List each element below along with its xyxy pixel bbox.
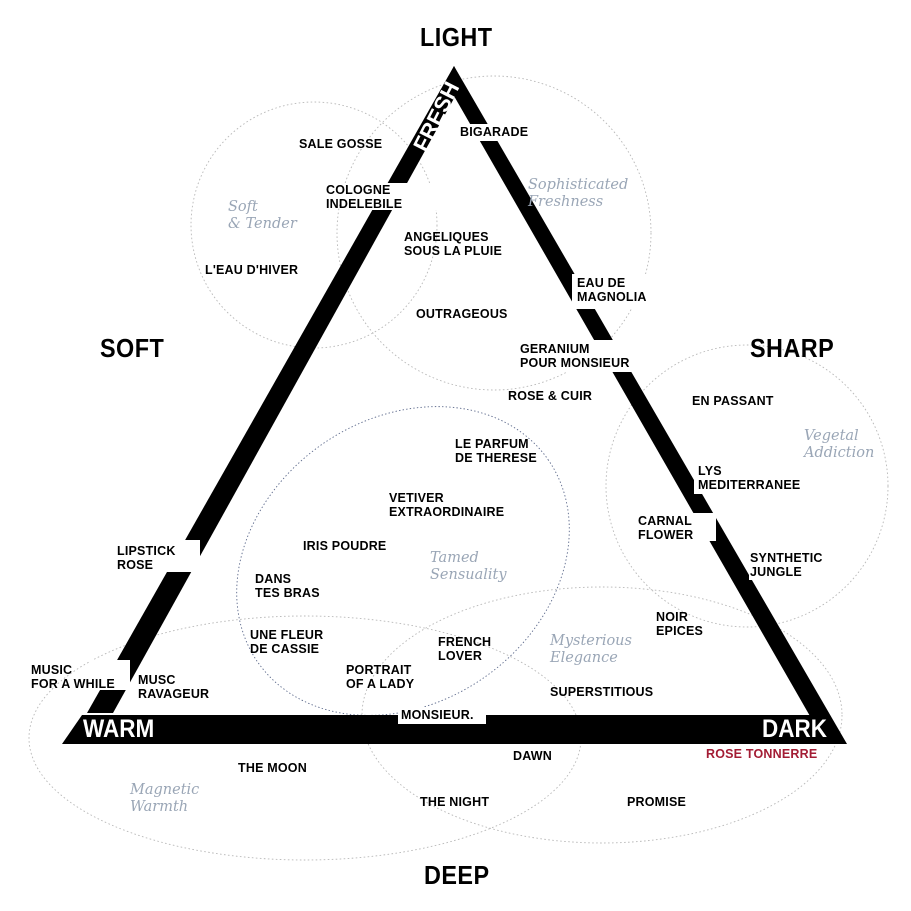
- label-light: LIGHT: [420, 22, 493, 52]
- tamed-sensuality-ellipse: [236, 406, 570, 716]
- gap-music: [90, 660, 130, 690]
- perfume-le-parfum-de-therese: LE PARFUM DE THERESE: [455, 437, 537, 465]
- bottom-edge: [62, 715, 846, 744]
- perfume-sale-gosse: SALE GOSSE: [299, 137, 383, 151]
- perfume-lys-mediterranee: LYS MEDITERRANEE: [698, 464, 801, 492]
- family-mysterious-elegance: Mysterious Elegance: [550, 633, 632, 666]
- perfume-une-fleur-de-cassie: UNE FLEUR DE CASSIE: [250, 628, 324, 656]
- perfume-musc-ravageur: MUSC RAVAGEUR: [138, 673, 210, 701]
- gap-geranium: [515, 340, 643, 372]
- family-tamed-sensuality: Tamed Sensuality: [430, 550, 507, 583]
- label-soft: SOFT: [100, 333, 165, 363]
- perfume-music-for-a-while: MUSIC FOR A WHILE: [31, 663, 115, 691]
- family-soft-tender: Soft & Tender: [228, 199, 297, 232]
- family-vegetal-addiction: Vegetal Addiction: [804, 428, 875, 461]
- gap-synthetic: [749, 548, 834, 580]
- gap-bigarade: [458, 124, 538, 141]
- label-sharp: SHARP: [750, 333, 835, 363]
- perfume-noir-epices: NOIR EPICES: [656, 610, 704, 638]
- perfume-portrait-of-a-lady: PORTRAIT OF A LADY: [346, 663, 415, 691]
- gap-lys: [694, 462, 814, 494]
- gap-carnal: [636, 513, 716, 541]
- family-sophisticated-freshness: Sophisticated Freshness: [528, 177, 629, 210]
- label-dark: DARK: [762, 715, 827, 743]
- gap-magnolia: [572, 274, 662, 309]
- perfume-promise: PROMISE: [627, 795, 687, 809]
- label-deep: DEEP: [424, 860, 490, 890]
- perfume-superstitious: SUPERSTITIOUS: [550, 685, 654, 699]
- label-warm: WARM: [83, 715, 155, 743]
- perfume-angeliques: ANGELIQUES SOUS LA PLUIE: [404, 230, 502, 258]
- perfume-iris-poudre: IRIS POUDRE: [303, 539, 387, 553]
- perfume-dawn: DAWN: [513, 749, 552, 763]
- left-edge: [87, 66, 462, 713]
- perfume-monsieur: MONSIEUR.: [399, 708, 476, 723]
- perfume-the-night: THE NIGHT: [420, 795, 490, 809]
- perfume-bigarade: BIGARADE: [460, 125, 529, 139]
- perfume-rose-cuir: ROSE & CUIR: [508, 389, 593, 403]
- gap-lipstick: [100, 540, 200, 572]
- perfume-carnal-flower: CARNAL FLOWER: [638, 514, 694, 542]
- perfume-french-lover: FRENCH LOVER: [438, 635, 492, 663]
- sophisticated-freshness-circle: [336, 75, 652, 391]
- perfume-vetiver: VETIVER EXTRAORDINAIRE: [389, 491, 505, 519]
- perfume-eau-de-magnolia: EAU DE MAGNOLIA: [577, 276, 647, 304]
- gap-cologne: [340, 183, 450, 210]
- perfume-geranium: GERANIUM POUR MONSIEUR: [520, 342, 630, 370]
- family-magnetic-warmth: Magnetic Warmth: [130, 782, 200, 815]
- perfume-cologne-indelebile: COLOGNE INDELEBILE: [326, 183, 403, 211]
- perfume-rose-tonnerre: ROSE TONNERRE: [706, 747, 818, 761]
- right-edge: [446, 66, 847, 744]
- mysterious-elegance-ellipse: [361, 586, 843, 844]
- perfume-outrageous: OUTRAGEOUS: [416, 307, 508, 321]
- vegetal-addiction-circle: [605, 344, 889, 628]
- perfume-synthetic-jungle: SYNTHETIC JUNGLE: [750, 551, 823, 579]
- perfume-dans-tes-bras: DANS TES BRAS: [255, 572, 320, 600]
- perfume-lipstick-rose: LIPSTICK ROSE: [117, 544, 176, 572]
- perfume-en-passant: EN PASSANT: [692, 394, 774, 408]
- perfume-the-moon: THE MOON: [238, 761, 307, 775]
- perfume-leau-dhiver: L'EAU D'HIVER: [205, 263, 299, 277]
